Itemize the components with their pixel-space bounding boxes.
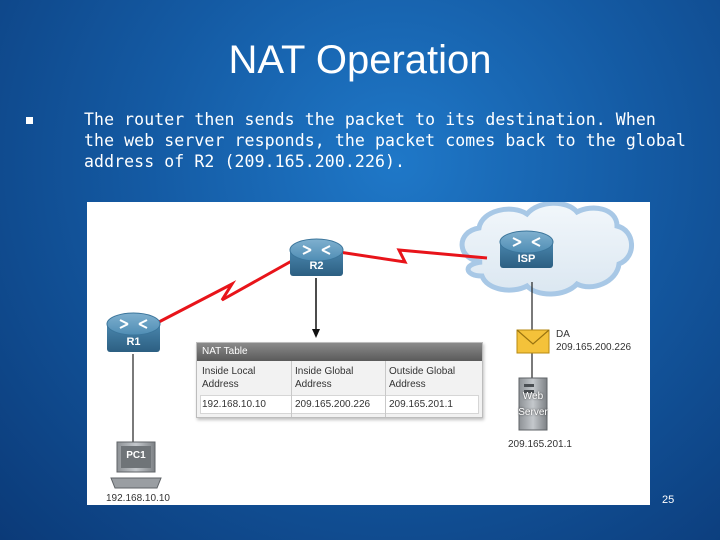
web-server-icon [518, 377, 548, 431]
nat-col-divider [385, 361, 386, 417]
router-isp-icon [499, 230, 554, 268]
web-server-label-line1: Web [522, 391, 544, 402]
bullet-marker [26, 117, 33, 124]
router-r1-icon [106, 312, 161, 352]
page-number: 25 [662, 494, 675, 506]
slide-title: NAT Operation [228, 38, 492, 82]
nat-diagram: R2 ISP R1 PC1 Web Server DA 209.165.200.… [87, 202, 650, 505]
nat-table-title: NAT Table [197, 343, 482, 361]
link-r2-isp [338, 248, 488, 264]
link-r1-r2 [154, 256, 298, 326]
r1-label: R1 [126, 336, 141, 348]
nat-cell-inside-local: 192.168.10.10 [202, 399, 266, 410]
packet-da-label: DA [556, 329, 570, 340]
web-server-ip: 209.165.201.1 [508, 439, 572, 450]
nat-header-inside-global: Inside Global Address [295, 366, 354, 390]
nat-cell-outside-global: 209.165.201.1 [389, 399, 453, 410]
pc1-label: PC1 [126, 450, 146, 461]
nat-cell-inside-global: 209.165.200.226 [295, 399, 371, 410]
bullet-text: The router then sends the packet to its … [84, 110, 687, 171]
pc1-ip: 192.168.10.10 [106, 493, 170, 504]
nat-header-outside-global: Outside Global Address [389, 366, 456, 390]
packet-da-ip: 209.165.200.226 [556, 342, 632, 353]
router-r2-icon [289, 238, 344, 276]
r2-label: R2 [309, 260, 324, 272]
nat-table-row [200, 395, 479, 414]
r2-to-nat-arrowhead [312, 329, 320, 338]
pc1-icon [110, 441, 162, 489]
packet-envelope-icon [516, 329, 550, 354]
diagram-drawing [106, 202, 634, 489]
nat-table: NAT Table Inside Local Address Inside Gl… [196, 342, 483, 418]
nat-table-grid: Inside Local Address Inside Global Addre… [197, 361, 482, 417]
nat-col-divider [291, 361, 292, 417]
isp-label: ISP [517, 253, 536, 265]
nat-header-inside-local: Inside Local Address [202, 366, 256, 390]
web-server-label-line2: Server [518, 407, 548, 418]
